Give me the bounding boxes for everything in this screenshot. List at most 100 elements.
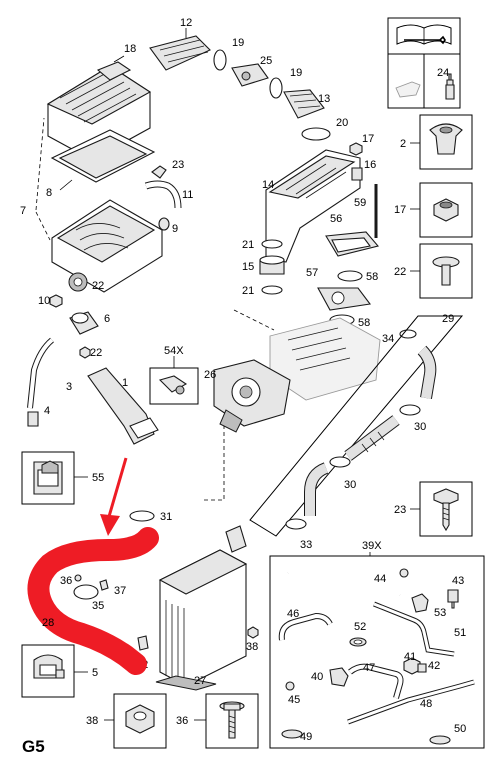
callout-19b[interactable]: 19 [290,67,302,79]
callout-22b[interactable]: 22 [394,266,406,278]
callout-56[interactable]: 56 [330,213,342,225]
callout-36b[interactable]: 36 [176,715,188,727]
callout-25[interactable]: 25 [260,55,272,67]
part-15-sleeve: 15 [242,255,285,275]
callout-23b[interactable]: 23 [394,504,406,516]
detail-box-24: 24 [387,53,461,109]
air-filter-element: 8 [46,129,156,199]
part-13-hose: 13 [283,89,330,119]
callout-29[interactable]: 29 [442,313,454,325]
part-23-pipe: 23 [151,159,184,179]
callout-37[interactable]: 37 [114,585,126,597]
callout-35[interactable]: 35 [92,600,104,612]
part-4-fitting: 4 [27,405,50,427]
part-19-clamp-a: 19 [213,37,244,71]
callout-53[interactable]: 53 [434,607,446,619]
callout-33[interactable]: 33 [300,539,312,551]
callout-1[interactable]: 1 [122,377,128,389]
callout-6[interactable]: 6 [104,313,110,325]
callout-7[interactable]: 7 [20,205,26,217]
part-21-clamp-a: 21 [242,239,283,251]
callout-18[interactable]: 18 [124,43,136,55]
callout-39x[interactable]: 39X [362,540,382,552]
callout-10[interactable]: 10 [38,295,50,307]
callout-17b[interactable]: 17 [394,204,406,216]
callout-55[interactable]: 55 [92,472,104,484]
callout-21b[interactable]: 21 [242,285,254,297]
callout-22b-inline[interactable]: 22 [90,347,102,359]
part-37-clip: 37 [99,579,126,597]
detail-box-54x: 54X [149,345,199,405]
callout-2[interactable]: 2 [400,138,406,150]
callout-57[interactable]: 57 [306,267,318,279]
part-35-bracket: 35 [73,584,104,612]
callout-5[interactable]: 5 [92,667,98,679]
callout-42[interactable]: 42 [428,660,440,672]
callout-28[interactable]: 28 [42,617,54,629]
callout-48[interactable]: 48 [420,698,432,710]
part-27-intercooler: 27 [155,525,248,691]
callout-59[interactable]: 59 [354,197,366,209]
callout-34[interactable]: 34 [382,333,394,345]
callout-47[interactable]: 47 [363,662,375,674]
callout-21a[interactable]: 21 [242,239,254,251]
callout-52[interactable]: 52 [354,621,366,633]
callout-27[interactable]: 27 [194,675,206,687]
part-34-clamp: 34 [382,329,417,345]
callout-46[interactable]: 46 [287,608,299,620]
callout-44[interactable]: 44 [374,573,386,585]
part-9-clamp: 9 [158,217,178,235]
part-6-hose: 6 [69,311,110,335]
callout-45[interactable]: 45 [288,694,300,706]
part-56-cover: 56 [325,213,379,257]
callout-36a[interactable]: 36 [60,575,72,587]
callout-26[interactable]: 26 [204,369,216,381]
callout-13[interactable]: 13 [318,93,330,105]
callout-12[interactable]: 12 [180,17,192,29]
part-20-ring: 20 [301,117,348,141]
part-38-nut-inline: 38 [246,626,259,653]
manual-reference-box [387,17,461,55]
callout-23a[interactable]: 23 [172,159,184,171]
detail-box-38: 38 [86,693,167,749]
part-28-charge-air-hose-highlighted[interactable] [27,527,159,675]
callout-38a[interactable]: 38 [246,641,258,653]
callout-4[interactable]: 4 [44,405,50,417]
callout-51[interactable]: 51 [454,627,466,639]
callout-16[interactable]: 16 [364,159,376,171]
part-58-gasket-a: 58 [337,270,378,283]
callout-9[interactable]: 9 [172,223,178,235]
callout-24[interactable]: 24 [437,67,449,79]
callout-38b[interactable]: 38 [86,715,98,727]
detail-box-23: 23 [394,481,473,537]
callout-11[interactable]: 11 [182,189,193,201]
callout-20[interactable]: 20 [336,117,348,129]
part-29-hose-a [417,345,437,399]
callout-30b[interactable]: 30 [344,479,356,491]
callout-14[interactable]: 14 [262,179,274,191]
part-16-grommet: 16 [351,159,376,181]
callout-40[interactable]: 40 [311,671,323,683]
callout-30a[interactable]: 30 [414,421,426,433]
callout-50[interactable]: 50 [454,723,466,735]
callout-31[interactable]: 31 [160,511,172,523]
detail-box-55: 55 [21,451,104,505]
part-30-clamp-b: 30 [329,456,356,491]
callout-43[interactable]: 43 [452,575,464,587]
part-33-clamp: 33 [285,518,312,551]
callout-58a[interactable]: 58 [366,271,378,283]
callout-22a[interactable]: 22 [92,280,104,292]
callout-54x[interactable]: 54X [164,345,184,357]
part-3-hose: 3 [27,337,72,409]
callout-19a[interactable]: 19 [232,37,244,49]
detail-box-36: 36 [176,693,259,749]
callout-15[interactable]: 15 [242,261,254,273]
callout-41[interactable]: 41 [404,651,416,663]
callout-17a[interactable]: 17 [362,133,374,145]
callout-49[interactable]: 49 [300,731,312,743]
callout-8[interactable]: 8 [46,187,52,199]
callout-3[interactable]: 3 [66,381,72,393]
part-17-nut: 17 [349,133,374,156]
part-21-clamp-b: 21 [242,285,283,297]
callout-58b[interactable]: 58 [358,317,370,329]
